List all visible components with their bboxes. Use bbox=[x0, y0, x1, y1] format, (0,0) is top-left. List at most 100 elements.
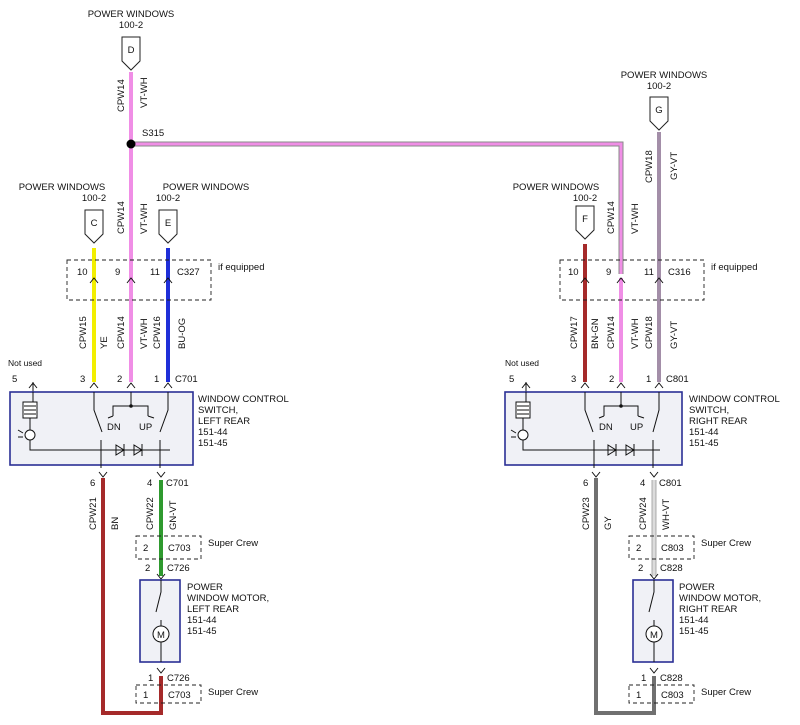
svg-text:2: 2 bbox=[143, 543, 148, 554]
ref-box-f bbox=[575, 205, 595, 240]
svg-text:E: E bbox=[165, 218, 171, 229]
wire-cpw23 bbox=[594, 478, 656, 715]
svg-text:1: 1 bbox=[641, 673, 646, 684]
ref-box-d bbox=[121, 36, 141, 71]
svg-text:4: 4 bbox=[147, 478, 152, 489]
not-used-right: Not used bbox=[505, 358, 539, 368]
svg-text:10: 10 bbox=[77, 267, 88, 278]
super-crew-right-bottom: Super Crew bbox=[701, 687, 751, 698]
wire-cpw21 bbox=[101, 478, 163, 715]
ref-f-page: 100-2 bbox=[573, 193, 597, 204]
wire-labels: CPW14 VT-WH CPW14 VT-WH CPW15 YE CPW14 V… bbox=[78, 77, 680, 530]
svg-text:1: 1 bbox=[148, 673, 153, 684]
svg-text:CPW15: CPW15 bbox=[78, 316, 89, 349]
svg-text:CPW22: CPW22 bbox=[145, 497, 156, 530]
svg-text:VT-WH: VT-WH bbox=[630, 203, 641, 234]
svg-text:VT-WH: VT-WH bbox=[139, 203, 150, 234]
ref-box-g bbox=[649, 96, 669, 131]
svg-text:151-45: 151-45 bbox=[187, 626, 217, 637]
svg-text:CPW24: CPW24 bbox=[638, 497, 649, 530]
not-used-left: Not used bbox=[8, 358, 42, 368]
wire-s315-branch bbox=[131, 142, 623, 274]
svg-text:GY-VT: GY-VT bbox=[669, 152, 680, 180]
svg-text:C316: C316 bbox=[668, 267, 691, 278]
svg-text:151-45: 151-45 bbox=[689, 438, 719, 449]
svg-text:6: 6 bbox=[583, 478, 588, 489]
svg-text:1: 1 bbox=[154, 374, 159, 385]
svg-text:C327: C327 bbox=[177, 267, 200, 278]
svg-text:LEFT REAR: LEFT REAR bbox=[198, 416, 250, 427]
dn-label-right: DN bbox=[599, 422, 613, 433]
svg-text:3: 3 bbox=[571, 374, 576, 385]
svg-text:SWITCH,: SWITCH, bbox=[198, 405, 238, 416]
connector-c327: 10 9 11 C327 if equipped bbox=[66, 259, 264, 301]
ref-box-c bbox=[84, 209, 104, 244]
ref-d-page: 100-2 bbox=[119, 20, 143, 31]
reference-boxes: D POWER WINDOWS 100-2 C POWER WINDOWS 10… bbox=[19, 9, 708, 244]
svg-text:151-44: 151-44 bbox=[198, 427, 228, 438]
svg-text:1: 1 bbox=[646, 374, 651, 385]
svg-text:CPW14: CPW14 bbox=[116, 79, 127, 112]
svg-text:CPW18: CPW18 bbox=[644, 316, 655, 349]
svg-text:151-44: 151-44 bbox=[679, 615, 709, 626]
motor-right-glyph: M bbox=[650, 630, 658, 641]
svg-text:F: F bbox=[582, 214, 588, 225]
super-crew-right-top: Super Crew bbox=[701, 538, 751, 549]
svg-text:C701: C701 bbox=[175, 374, 198, 385]
ref-g-title: POWER WINDOWS bbox=[621, 70, 708, 81]
svg-text:9: 9 bbox=[606, 267, 611, 278]
svg-text:POWER: POWER bbox=[187, 582, 223, 593]
svg-text:151-44: 151-44 bbox=[187, 615, 217, 626]
svg-text:C703: C703 bbox=[168, 690, 191, 701]
ref-e-title: POWER WINDOWS bbox=[163, 182, 250, 193]
ref-c-title: POWER WINDOWS bbox=[19, 182, 106, 193]
svg-text:CPW14: CPW14 bbox=[606, 316, 617, 349]
svg-text:CPW23: CPW23 bbox=[581, 497, 592, 530]
svg-text:BN: BN bbox=[110, 517, 121, 530]
svg-text:VT-WH: VT-WH bbox=[139, 318, 150, 349]
dn-label-left: DN bbox=[107, 422, 121, 433]
svg-text:YE: YE bbox=[99, 336, 110, 349]
svg-text:5: 5 bbox=[509, 374, 514, 385]
left-lower-connectors: 2 C703 Super Crew 2 C726 M POWER WINDOW … bbox=[135, 535, 269, 704]
svg-text:CPW21: CPW21 bbox=[88, 497, 99, 530]
svg-text:C801: C801 bbox=[659, 478, 682, 489]
svg-text:2: 2 bbox=[145, 563, 150, 574]
svg-text:1: 1 bbox=[636, 690, 641, 701]
svg-text:2: 2 bbox=[638, 563, 643, 574]
svg-text:C803: C803 bbox=[661, 543, 684, 554]
svg-text:2: 2 bbox=[636, 543, 641, 554]
ref-f-title: POWER WINDOWS bbox=[513, 182, 600, 193]
ref-d-title: POWER WINDOWS bbox=[88, 9, 175, 20]
ref-c-page: 100-2 bbox=[82, 193, 106, 204]
svg-text:RIGHT REAR: RIGHT REAR bbox=[679, 604, 738, 615]
connector-c316: 10 9 11 C316 if equipped bbox=[559, 259, 757, 301]
svg-text:C828: C828 bbox=[660, 563, 683, 574]
svg-text:BU-OG: BU-OG bbox=[177, 318, 188, 349]
svg-text:151-45: 151-45 bbox=[198, 438, 228, 449]
wires bbox=[32, 72, 661, 715]
svg-text:CPW14: CPW14 bbox=[116, 316, 127, 349]
up-label-right: UP bbox=[630, 422, 643, 433]
svg-text:BN-GN: BN-GN bbox=[590, 318, 601, 349]
svg-text:WINDOW CONTROL: WINDOW CONTROL bbox=[198, 394, 289, 405]
svg-text:C703: C703 bbox=[168, 543, 191, 554]
super-crew-left-bottom: Super Crew bbox=[208, 687, 258, 698]
svg-text:CPW14: CPW14 bbox=[116, 201, 127, 234]
svg-text:2: 2 bbox=[117, 374, 122, 385]
svg-text:RIGHT REAR: RIGHT REAR bbox=[689, 416, 748, 427]
svg-text:10: 10 bbox=[568, 267, 579, 278]
svg-text:4: 4 bbox=[640, 478, 645, 489]
svg-text:C828: C828 bbox=[660, 673, 683, 684]
svg-text:POWER: POWER bbox=[679, 582, 715, 593]
svg-text:C803: C803 bbox=[661, 690, 684, 701]
if-equipped-right: if equipped bbox=[711, 262, 757, 273]
motor-left-glyph: M bbox=[157, 630, 165, 641]
switch-left: Not used 5 3 2 1 C701 DN UP WINDOW CONTR… bbox=[8, 358, 289, 489]
svg-text:CPW16: CPW16 bbox=[152, 316, 163, 349]
svg-text:WH-VT: WH-VT bbox=[661, 499, 672, 530]
svg-text:151-45: 151-45 bbox=[679, 626, 709, 637]
right-lower-connectors: 2 C803 Super Crew 2 C828 M POWER WINDOW … bbox=[628, 535, 761, 704]
svg-text:2: 2 bbox=[609, 374, 614, 385]
